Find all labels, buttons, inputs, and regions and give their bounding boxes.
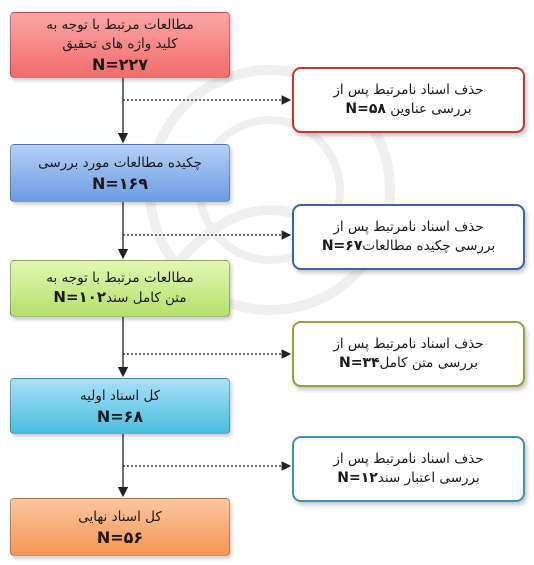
exclusion-abstracts-count: N=۶۷	[321, 238, 363, 254]
exclusion-titles: حذف اسناد نامرتبط پس از بررسی عناوین N=۵…	[292, 67, 525, 133]
exclusion-abstracts-line2-text: بررسی چکیده مطالعات	[362, 238, 496, 254]
step-abstracts: چکیده مطالعات مورد بررسی N=۱۶۹	[10, 144, 230, 202]
step-keywords: مطالعات مرتبط با توجه به کلید واژه های ت…	[10, 12, 230, 78]
step-keywords-count: N=۲۲۷	[91, 55, 149, 74]
step-fulltext: مطالعات مرتبط با توجه به متن کامل سندN=۱…	[10, 260, 230, 317]
exclusion-fulltext-line2: بررسی متن کاملN=۳۴	[304, 354, 513, 373]
exclusion-titles-line2: بررسی عناوین N=۵۸	[304, 100, 513, 119]
exclusion-fulltext-line1: حذف اسناد نامرتبط پس از	[333, 336, 484, 352]
step-initial-docs: کل اسناد اولیه N=۶۸	[10, 378, 230, 434]
step-fulltext-line2-text: متن کامل سند	[105, 290, 187, 306]
exclusion-titles-count: N=۵۸	[345, 101, 386, 117]
exclusion-titles-line1: حذف اسناد نامرتبط پس از	[333, 82, 484, 98]
step-final-docs: کل اسناد نهایی N=۵۶	[10, 498, 230, 556]
step-initial-docs-line1: کل اسناد اولیه	[79, 387, 161, 404]
step-final-docs-line1: کل اسناد نهایی	[78, 508, 162, 525]
step-keywords-line2: کلید واژه های تحقیق	[62, 36, 178, 52]
step-keywords-line1: مطالعات مرتبط با توجه به	[46, 17, 194, 33]
step-abstracts-count: N=۱۶۹	[91, 173, 149, 193]
exclusion-validity-count: N=۱۲	[337, 470, 378, 486]
exclusion-validity-line2: بررسی اعتبار سندN=۱۲	[304, 469, 513, 488]
exclusion-validity-line2-text: بررسی اعتبار سند	[377, 470, 480, 486]
exclusion-abstracts: حذف اسناد نامرتبط پس از بررسی چکیده مطال…	[292, 204, 525, 270]
step-fulltext-line2: متن کامل سندN=۱۰۲	[53, 288, 186, 308]
step-fulltext-line1: مطالعات مرتبط با توجه به	[46, 270, 194, 286]
step-abstracts-line1: چکیده مطالعات مورد بررسی	[38, 154, 202, 171]
exclusion-fulltext: حذف اسناد نامرتبط پس از بررسی متن کاملN=…	[292, 321, 525, 387]
exclusion-fulltext-count: N=۳۴	[339, 355, 380, 371]
exclusion-fulltext-line2-text: بررسی متن کامل	[379, 355, 478, 371]
exclusion-validity: حذف اسناد نامرتبط پس از بررسی اعتبار سند…	[292, 436, 525, 502]
exclusion-abstracts-line1: حذف اسناد نامرتبط پس از	[333, 219, 484, 235]
exclusion-abstracts-line2: بررسی چکیده مطالعاتN=۶۷	[304, 237, 513, 256]
step-final-docs-count: N=۵۶	[96, 527, 144, 547]
exclusion-validity-line1: حذف اسناد نامرتبط پس از	[333, 451, 484, 467]
exclusion-titles-line2-text: بررسی عناوین	[390, 101, 472, 117]
step-initial-docs-count: N=۶۸	[96, 406, 144, 426]
step-fulltext-count: N=۱۰۲	[53, 288, 106, 306]
